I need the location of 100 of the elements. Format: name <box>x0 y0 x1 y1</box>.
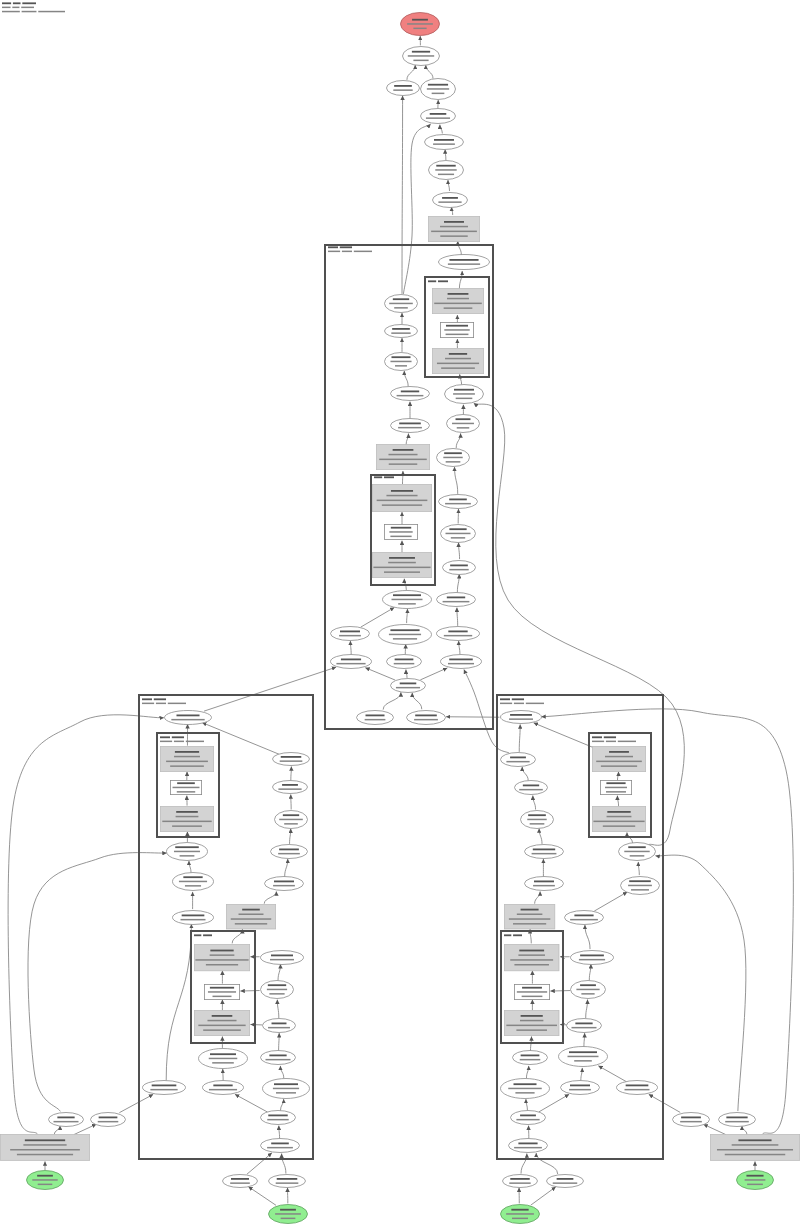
ellipse-node <box>439 523 476 543</box>
cluster-frame <box>190 929 257 1044</box>
ellipse-node <box>389 677 426 693</box>
input-node <box>26 1170 64 1190</box>
ellipse-node <box>221 1173 258 1188</box>
shaded-box-node <box>592 806 647 833</box>
ellipse-node <box>511 1050 548 1066</box>
ellipse-node <box>672 1111 710 1127</box>
shaded-box-node <box>371 483 432 512</box>
cluster-frame <box>323 243 494 731</box>
ellipse-node <box>384 351 419 371</box>
shaded-box-node <box>226 903 277 930</box>
arrow <box>403 643 408 655</box>
cluster-frame <box>588 731 652 838</box>
box-node <box>600 780 633 796</box>
shaded-box-node <box>428 215 481 241</box>
ellipse-node <box>259 1138 300 1154</box>
ellipse-node <box>442 559 477 575</box>
ellipse-node <box>329 625 370 641</box>
ellipse-node <box>142 1080 187 1096</box>
box-node <box>384 524 419 541</box>
ellipse-node <box>500 751 537 767</box>
shaded-box-node <box>0 1134 90 1162</box>
ellipse-node <box>569 949 614 965</box>
box-node <box>204 983 241 1000</box>
ellipse-node <box>428 160 465 180</box>
arrow <box>403 669 409 679</box>
shaded-box-node <box>160 745 215 772</box>
ellipse-node <box>619 875 660 895</box>
ellipse-node <box>259 980 294 1000</box>
ellipse-node <box>202 1080 245 1096</box>
ellipse-node <box>545 1173 584 1188</box>
cluster-frame <box>495 694 665 1160</box>
ellipse-node <box>523 876 564 892</box>
arrow <box>449 206 454 216</box>
arrow <box>559 954 570 959</box>
input-node <box>499 1203 540 1224</box>
arrow <box>559 1022 568 1027</box>
shaded-box-node <box>504 943 561 971</box>
shaded-box-node <box>160 805 215 832</box>
input-node <box>736 1170 774 1190</box>
ellipse-node <box>499 1078 550 1100</box>
ellipse-node <box>501 1173 537 1188</box>
ellipse-node <box>382 589 433 609</box>
ellipse-node <box>508 1138 549 1154</box>
ellipse-node <box>510 1110 547 1126</box>
ellipse-node <box>443 384 484 405</box>
ellipse-node <box>618 842 657 862</box>
cluster-frame <box>138 694 315 1160</box>
arrow <box>42 1161 48 1171</box>
ellipse-node <box>616 1080 659 1096</box>
ellipse-node <box>384 293 419 313</box>
arrow <box>455 338 460 349</box>
box-node <box>440 322 475 339</box>
cluster-frame <box>499 929 564 1044</box>
ellipse-node <box>437 254 490 271</box>
arrow <box>418 35 423 46</box>
ellipse-node <box>197 1047 248 1069</box>
ellipse-node <box>499 710 542 725</box>
ellipse-node <box>386 654 423 670</box>
ellipse-node <box>523 843 564 859</box>
cluster-frame <box>423 275 490 379</box>
ellipse-node <box>566 1018 603 1034</box>
ellipse-node <box>90 1111 127 1127</box>
arrow <box>455 314 460 324</box>
ellipse-node <box>356 709 395 725</box>
arrow <box>437 124 443 134</box>
ellipse-node <box>389 386 430 402</box>
ellipse-node <box>259 949 304 965</box>
shaded-box-node <box>376 444 431 471</box>
ellipse-node <box>438 493 479 509</box>
ellipse-node <box>262 1078 311 1100</box>
shaded-box-node <box>371 552 432 579</box>
ellipse-node <box>405 709 446 725</box>
ellipse-node <box>559 1080 600 1096</box>
shaded-box-node <box>710 1134 800 1162</box>
ellipse-node <box>436 592 477 608</box>
ellipse-node <box>436 447 471 467</box>
ellipse-node <box>378 623 433 645</box>
ellipse-node <box>274 809 309 829</box>
output-node <box>400 12 440 36</box>
ellipse-node <box>401 45 440 66</box>
ellipse-node <box>47 1111 83 1127</box>
shaded-box-node <box>431 288 484 315</box>
arrow <box>435 99 441 109</box>
ellipse-node <box>446 414 481 434</box>
shaded-box-node <box>194 1010 251 1037</box>
ellipse-node <box>268 1173 307 1188</box>
ellipse-node <box>563 909 604 925</box>
ellipse-node <box>262 1018 297 1034</box>
ellipse-node <box>424 133 465 150</box>
ellipse-node <box>260 1110 297 1126</box>
arrow <box>752 1161 758 1171</box>
ellipse-node <box>260 1050 297 1066</box>
ellipse-node <box>439 654 482 670</box>
ellipse-node <box>385 79 420 96</box>
ellipse-node <box>272 780 309 795</box>
box-node <box>170 780 203 796</box>
arrow <box>740 1125 748 1135</box>
box-node <box>514 983 551 1000</box>
